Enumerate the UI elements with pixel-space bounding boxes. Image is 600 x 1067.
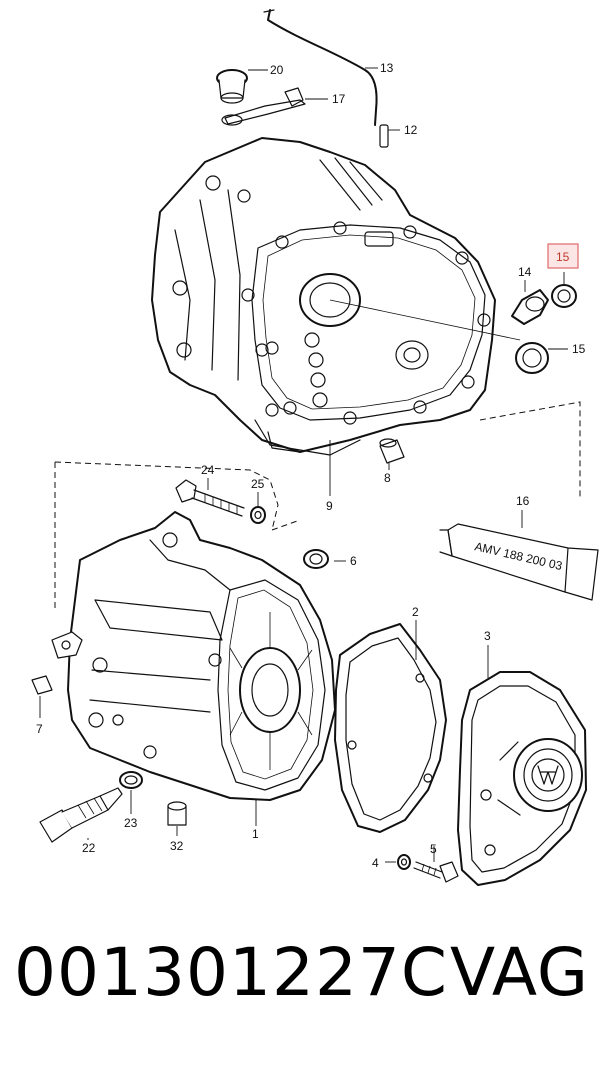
part-7-block bbox=[31, 675, 53, 718]
part-13-breather-hose bbox=[263, 9, 378, 126]
highlight-box-15 bbox=[547, 243, 579, 269]
part-2-gasket bbox=[334, 620, 447, 833]
part-12-vent-nipple bbox=[379, 124, 400, 148]
part-1-gear-case bbox=[51, 511, 336, 826]
callout-labels: 20 13 17 12 15 14 15 8 9 24 25 16 6 2 3 … bbox=[36, 61, 586, 870]
part-17-sealant-tube: AMV 188 200 03 bbox=[439, 510, 599, 601]
callout-6: 6 bbox=[350, 554, 357, 568]
callout-9: 9 bbox=[326, 499, 333, 513]
part-21-breather-cap bbox=[216, 69, 268, 104]
callout-24: 24 bbox=[201, 463, 215, 477]
part-6-plug bbox=[303, 549, 346, 569]
callout-3: 3 bbox=[484, 629, 491, 643]
exploded-parts-diagram: AMV 188 200 03 bbox=[31, 9, 599, 886]
callout-17: 16 bbox=[516, 494, 530, 508]
part-5-screw bbox=[413, 846, 459, 883]
part-25-washer bbox=[250, 492, 266, 524]
callout-13: 13 bbox=[380, 61, 394, 75]
part-32-plug bbox=[167, 801, 187, 836]
part-22-switch bbox=[39, 787, 123, 843]
part-20-clip bbox=[221, 87, 328, 126]
part-15-seal bbox=[551, 272, 577, 308]
callout-7: 7 bbox=[36, 722, 43, 736]
callout-2: 2 bbox=[412, 605, 419, 619]
part-4-washer bbox=[385, 854, 411, 870]
callout-15: 15 bbox=[556, 250, 570, 264]
callout-5: 5 bbox=[430, 842, 437, 856]
callout-16: 15 bbox=[572, 342, 586, 356]
part-24-bolt bbox=[175, 478, 245, 517]
part-23-o-ring bbox=[119, 771, 143, 814]
callout-25: 25 bbox=[251, 477, 265, 491]
callout-14: 14 bbox=[518, 265, 532, 279]
part-3-cover bbox=[457, 645, 587, 886]
part-number: 001301227C bbox=[14, 934, 449, 1011]
callout-21: 20 bbox=[270, 63, 284, 77]
vw-logo-icon bbox=[537, 765, 559, 785]
callout-23: 23 bbox=[124, 816, 138, 830]
part-14-bushing bbox=[511, 280, 549, 325]
gearbox-housing-upper bbox=[151, 137, 521, 456]
callout-20: 17 bbox=[332, 92, 346, 106]
callout-32: 32 bbox=[170, 839, 184, 853]
callout-22: 22 bbox=[82, 841, 96, 855]
brand-label: VAG bbox=[450, 934, 590, 1011]
callout-1: 1 bbox=[252, 827, 259, 841]
assembly-dashed-lines bbox=[54, 401, 581, 612]
part-16-shaft-seal bbox=[515, 342, 568, 374]
part-8-dowel-sleeve bbox=[379, 438, 405, 470]
callout-4: 4 bbox=[372, 856, 379, 870]
callout-8: 8 bbox=[384, 471, 391, 485]
callout-12: 12 bbox=[404, 123, 418, 137]
